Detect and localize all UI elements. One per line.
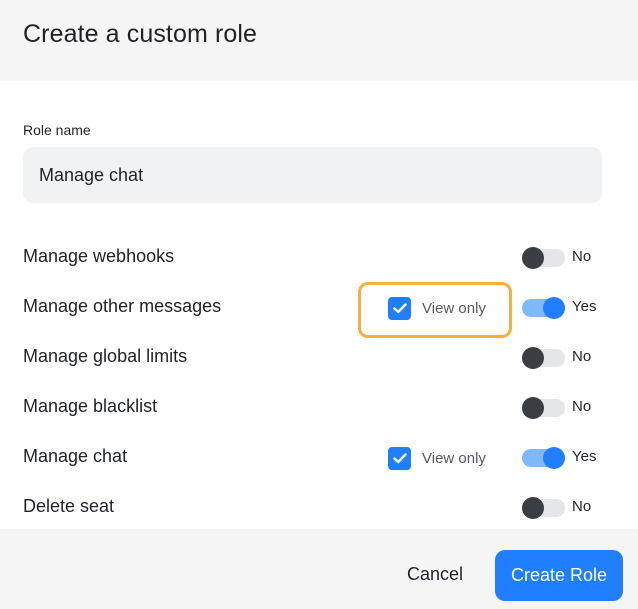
view-only-label: View only [422, 450, 486, 467]
role-name-label: Role name [23, 122, 91, 138]
permission-row-manage-blacklist: Manage blacklist No [0, 383, 638, 433]
permission-label: Manage chat [23, 446, 128, 466]
toggle-status-text: Yes [572, 448, 597, 465]
toggle-status-text: No [572, 498, 592, 515]
toggle-status-text: Yes [572, 298, 597, 315]
permission-row-manage-chat: Manage chat View only Yes [0, 433, 638, 483]
permission-label: Manage blacklist [23, 396, 158, 416]
toggle-knob [522, 247, 544, 269]
view-only-option: View only [358, 282, 512, 338]
role-name-input[interactable] [23, 147, 602, 203]
view-only-option: View only [388, 447, 486, 470]
permission-row-manage-webhooks: Manage webhooks No [0, 233, 638, 283]
permission-toggle[interactable] [522, 397, 565, 419]
view-only-label: View only [422, 300, 486, 317]
permission-toggle[interactable] [522, 497, 565, 519]
permission-label: Manage other messages [23, 296, 222, 316]
permission-toggle[interactable] [522, 297, 565, 319]
check-icon [392, 303, 407, 314]
toggle-knob [522, 397, 544, 419]
permission-label: Manage global limits [23, 346, 188, 366]
check-icon [392, 453, 407, 464]
permission-toggle[interactable] [522, 247, 565, 269]
toggle-knob [543, 447, 565, 469]
permission-toggle[interactable] [522, 447, 565, 469]
toggle-status-text: No [572, 248, 592, 265]
view-only-checkbox[interactable] [388, 447, 411, 470]
toggle-knob [522, 497, 544, 519]
permission-label: Manage webhooks [23, 246, 175, 266]
cancel-button[interactable]: Cancel [390, 547, 480, 602]
permission-row-delete-seat: Delete seat No [0, 483, 638, 533]
permission-row-manage-other-messages: Manage other messages View only Yes [0, 282, 638, 338]
toggle-status-text: No [572, 348, 592, 365]
dialog-header: Create a custom role [0, 0, 638, 81]
dialog-title: Create a custom role [23, 20, 258, 48]
toggle-status-text: No [572, 398, 592, 415]
toggle-knob [522, 347, 544, 369]
permission-toggle[interactable] [522, 347, 565, 369]
permission-row-manage-global-limits: Manage global limits No [0, 333, 638, 383]
dialog-footer: Cancel Create Role [0, 529, 638, 609]
view-only-checkbox[interactable] [388, 297, 411, 320]
create-role-button[interactable]: Create Role [495, 550, 623, 601]
permission-label: Delete seat [23, 496, 115, 516]
toggle-knob [543, 297, 565, 319]
